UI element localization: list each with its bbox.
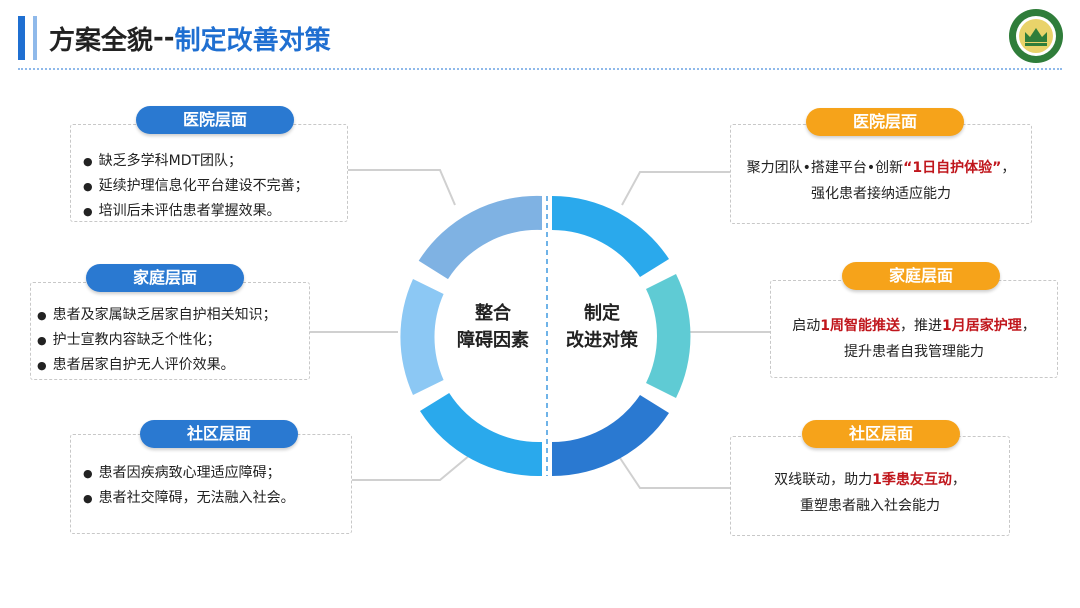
center-label-left: 整合 障碍因素 [457, 303, 529, 351]
right-hospital-text: 聚力团队•搭建平台•创新“1日自护体验”， 强化患者接纳适应能力 [731, 125, 1031, 207]
page-header: 方案全貌 -- 制定改善对策 [18, 16, 331, 60]
right-family-line1: 启动1周智能推送，推进1月居家护理， [792, 318, 1036, 334]
center-label-right: 制定 改进对策 [566, 303, 638, 351]
left-hospital-pill: 医院层面 [136, 106, 294, 134]
left-hospital-list: 缺乏多学科MDT团队； 延续护理信息化平台建设不完善； 培训后未评估患者掌握效果… [71, 125, 347, 224]
right-hospital-line2: 强化患者接纳适应能力 [811, 186, 951, 202]
page-subtitle: 制定改善对策 [174, 25, 331, 56]
right-family-pill: 家庭层面 [842, 262, 1000, 290]
right-hospital-box: 聚力团队•搭建平台•创新“1日自护体验”， 强化患者接纳适应能力 [730, 124, 1032, 224]
ring-segment-left-bottom [420, 393, 542, 477]
title-accent-bar-light [33, 16, 37, 60]
ring-segment-right-bottom [552, 395, 669, 476]
list-item: 缺乏多学科MDT团队； [83, 149, 347, 174]
right-community-pill: 社区层面 [802, 420, 960, 448]
right-family-line2: 提升患者自我管理能力 [844, 344, 984, 360]
ring-segment-left-middle [400, 279, 444, 395]
list-item: 培训后未评估患者掌握效果。 [83, 199, 347, 224]
left-family-pill: 家庭层面 [86, 264, 244, 292]
title-accent-bar [18, 16, 25, 60]
hospital-emblem-icon [1009, 9, 1063, 63]
right-community-text: 双线联动，助力1季患友互动， 重塑患者融入社会能力 [731, 437, 1009, 519]
ring-segment-right-middle [646, 274, 691, 398]
left-community-box: 患者因疾病致心理适应障碍； 患者社交障碍，无法融入社会。 [70, 434, 352, 534]
right-family-box: 启动1周智能推送，推进1月居家护理， 提升患者自我管理能力 [770, 280, 1058, 378]
left-hospital-box: 缺乏多学科MDT团队； 延续护理信息化平台建设不完善； 培训后未评估患者掌握效果… [70, 124, 348, 222]
left-family-box: 患者及家属缺乏居家自护相关知识； 护士宣教内容缺乏个性化； 患者居家自护无人评价… [30, 282, 310, 380]
right-community-line1: 双线联动，助力1季患友互动， [774, 472, 966, 488]
right-community-line2: 重塑患者融入社会能力 [800, 498, 940, 514]
left-community-list: 患者因疾病致心理适应障碍； 患者社交障碍，无法融入社会。 [71, 435, 351, 511]
list-item: 延续护理信息化平台建设不完善； [83, 174, 347, 199]
ring-segment-right-top [552, 195, 669, 277]
list-item: 患者及家属缺乏居家自护相关知识； [37, 303, 309, 328]
right-hospital-line1: 聚力团队•搭建平台•创新“1日自护体验”， [746, 160, 1016, 176]
header-divider [18, 68, 1062, 70]
right-family-text: 启动1周智能推送，推进1月居家护理， 提升患者自我管理能力 [771, 281, 1057, 365]
title-separator: -- [153, 23, 175, 53]
right-community-box: 双线联动，助力1季患友互动， 重塑患者融入社会能力 [730, 436, 1010, 536]
page-title: 方案全貌 [49, 25, 154, 56]
right-hospital-pill: 医院层面 [806, 108, 964, 136]
list-item: 患者社交障碍，无法融入社会。 [83, 486, 351, 511]
list-item: 患者因疾病致心理适应障碍； [83, 461, 351, 486]
ring-segment-left-top [418, 195, 542, 280]
left-family-list: 患者及家属缺乏居家自护相关知识； 护士宣教内容缺乏个性化； 患者居家自护无人评价… [31, 283, 309, 378]
list-item: 护士宣教内容缺乏个性化； [37, 328, 309, 353]
left-community-pill: 社区层面 [140, 420, 298, 448]
list-item: 患者居家自护无人评价效果。 [37, 353, 309, 378]
